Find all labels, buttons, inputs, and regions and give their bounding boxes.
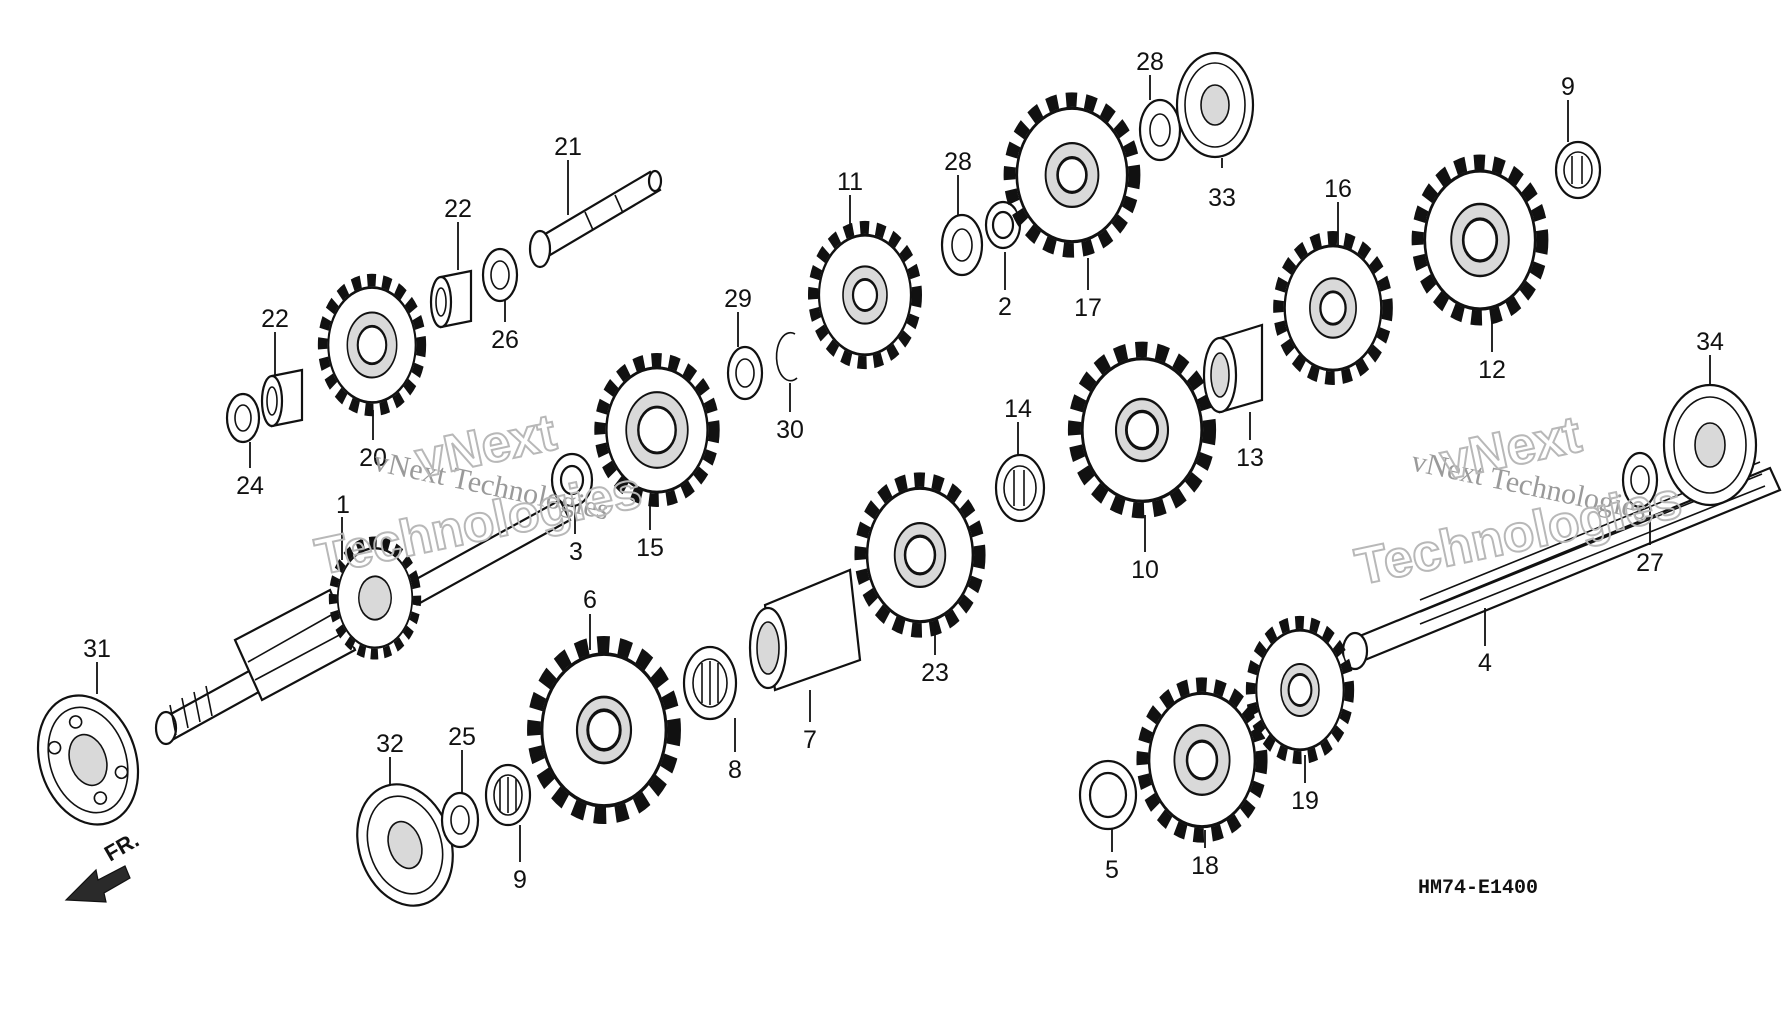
callout-11: 11 <box>837 168 863 196</box>
callout-3: 3 <box>569 538 583 566</box>
callout-33: 33 <box>1208 184 1236 212</box>
gear-part-16 <box>1278 238 1387 378</box>
washer-part-25 <box>440 791 480 849</box>
callout-28a: 28 <box>944 148 972 176</box>
callout-17: 17 <box>1074 294 1102 322</box>
callout-12: 12 <box>1478 356 1506 384</box>
callout-31: 31 <box>83 635 111 663</box>
callout-6: 6 <box>583 586 597 614</box>
washer-part-29 <box>726 345 764 401</box>
callout-9a: 9 <box>513 866 527 894</box>
callout-9b: 9 <box>1561 73 1575 101</box>
callout-30: 30 <box>776 416 804 444</box>
washer-part-28b <box>1138 98 1182 162</box>
callout-23: 23 <box>921 659 949 687</box>
needle-bearing-part-9a <box>484 763 532 827</box>
collar-part-22a <box>260 368 304 428</box>
washer-part-26 <box>481 247 519 303</box>
callout-19: 19 <box>1291 787 1319 815</box>
gear-part-11 <box>813 227 917 362</box>
dog-collar-part-7 <box>748 568 862 692</box>
callout-21: 21 <box>554 133 582 161</box>
callout-16: 16 <box>1324 175 1352 203</box>
gear-part-6 <box>534 644 674 816</box>
front-direction-label: FR. <box>100 827 143 866</box>
needle-bearing-part-8 <box>682 645 738 721</box>
callout-5: 5 <box>1105 856 1119 884</box>
gear-part-19 <box>1251 622 1350 757</box>
callout-27: 27 <box>1636 549 1664 577</box>
bushing-part-5 <box>1078 759 1138 831</box>
callout-7: 7 <box>803 726 817 754</box>
callout-26: 26 <box>491 326 519 354</box>
callout-22a: 22 <box>261 305 289 333</box>
callout-14: 14 <box>1004 395 1032 423</box>
gear-part-17 <box>1010 100 1135 251</box>
callout-13: 13 <box>1236 444 1264 472</box>
gear-part-18 <box>1142 685 1262 836</box>
callout-32: 32 <box>376 730 404 758</box>
callout-20: 20 <box>359 444 387 472</box>
parts-layer <box>36 51 1782 907</box>
splined-bushing-part-13 <box>1202 323 1264 414</box>
callout-10: 10 <box>1131 556 1159 584</box>
bushing-part-2 <box>984 200 1022 250</box>
gear-part-15 <box>600 360 714 500</box>
gear-on-shaft-part-1 <box>321 526 429 670</box>
washer-part-24 <box>225 392 261 444</box>
callout-labels: 1 2 3 4 5 6 7 8 9 9 10 11 12 13 14 15 16… <box>83 48 1724 894</box>
collar-part-22b <box>429 269 473 329</box>
circlip-part-30 <box>775 331 798 382</box>
callout-1: 1 <box>336 491 350 519</box>
shaft-part-21 <box>528 169 663 269</box>
callout-4: 4 <box>1478 649 1492 677</box>
callout-29: 29 <box>724 285 752 313</box>
callout-2: 2 <box>998 293 1012 321</box>
needle-bearing-part-9b <box>1554 140 1602 200</box>
gear-part-23 <box>860 480 980 631</box>
callout-34: 34 <box>1696 328 1724 356</box>
callout-24: 24 <box>236 472 264 500</box>
front-arrow-icon <box>64 865 131 903</box>
callout-28b: 28 <box>1136 48 1164 76</box>
bearing-part-31 <box>36 694 140 826</box>
bearing-part-33 <box>1175 51 1255 159</box>
needle-bearing-part-14 <box>994 453 1046 523</box>
callout-22b: 22 <box>444 195 472 223</box>
callout-15: 15 <box>636 534 664 562</box>
bushing-part-3 <box>550 452 594 508</box>
gear-part-12 <box>1418 162 1543 318</box>
washer-part-27 <box>1621 451 1659 509</box>
bearing-part-34 <box>1662 383 1758 507</box>
callout-25: 25 <box>448 723 476 751</box>
washer-part-28a <box>940 213 984 277</box>
gear-part-20 <box>323 280 422 410</box>
callout-8: 8 <box>728 756 742 784</box>
diagram-code: HM74-E1400 <box>1418 877 1538 900</box>
callout-18: 18 <box>1191 852 1219 880</box>
gear-part-10 <box>1074 349 1209 510</box>
leader-lines <box>96 75 1711 862</box>
bearing-part-32 <box>356 783 454 907</box>
